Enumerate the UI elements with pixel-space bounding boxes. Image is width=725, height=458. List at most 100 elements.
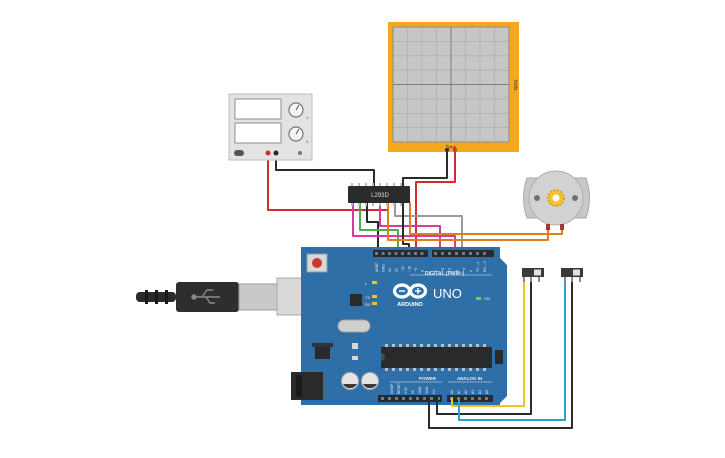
usb-symbol-icon bbox=[191, 289, 220, 304]
pin-label: AREF bbox=[375, 262, 379, 272]
dc-motor-terminal-right[interactable] bbox=[560, 224, 564, 230]
psu-terminal-red[interactable] bbox=[265, 150, 271, 156]
pin-label: Vin bbox=[432, 389, 436, 394]
oscilloscope[interactable]: Time Volts bbox=[388, 22, 519, 152]
pin-label: ~3 bbox=[462, 268, 466, 272]
pin-label: GND bbox=[382, 264, 386, 272]
usb-cable[interactable] bbox=[136, 277, 318, 316]
arduino-uno[interactable]: AREF GND 13 12 ~11 ~10 ~9 8 7 ~6 ~5 4 ~3… bbox=[291, 247, 507, 405]
l-led bbox=[372, 281, 377, 284]
slide-switch-1[interactable] bbox=[522, 268, 544, 282]
slide-switch-2-pin bbox=[564, 277, 566, 282]
wire-psu-black[interactable] bbox=[275, 151, 375, 187]
dc-motor-mount-right bbox=[572, 195, 578, 201]
dc-power-jack-inner bbox=[296, 375, 302, 397]
slide-switch-2-body bbox=[561, 268, 583, 277]
digital-header-left bbox=[373, 250, 428, 257]
pin-label: RESET bbox=[397, 383, 401, 394]
dc-power-jack[interactable] bbox=[291, 372, 323, 400]
pin-label: A1 bbox=[457, 390, 461, 394]
voltage-display bbox=[234, 98, 282, 120]
pin-label: 4 bbox=[455, 270, 459, 272]
slide-switch-1-knob[interactable] bbox=[534, 269, 541, 276]
dc-motor[interactable] bbox=[523, 170, 590, 230]
pin-label: 3.3V bbox=[404, 386, 408, 394]
pin-label: TX→1 bbox=[476, 262, 480, 272]
arduino-logo-symbols bbox=[399, 288, 421, 294]
on-led bbox=[476, 297, 481, 300]
analog-header bbox=[447, 395, 493, 402]
slide-switch-1-pin bbox=[523, 277, 525, 282]
dc-motor-mount-left bbox=[534, 195, 540, 201]
pin-label: ~9 bbox=[414, 268, 418, 272]
icsp-header bbox=[495, 350, 503, 364]
arduino-logo-icon bbox=[392, 283, 428, 299]
pin-label: A5 bbox=[485, 390, 489, 394]
oscilloscope-x-label: Time bbox=[446, 145, 457, 151]
pin-label: GND bbox=[418, 386, 422, 394]
pin-label: A4 bbox=[478, 390, 482, 394]
capacitor-band bbox=[363, 384, 377, 389]
usb-chip bbox=[350, 294, 362, 306]
tx-led bbox=[372, 295, 377, 298]
atmega-notch bbox=[381, 353, 385, 361]
rx-led bbox=[372, 302, 377, 305]
slide-switch-2-knob[interactable] bbox=[573, 269, 580, 276]
analog-header-label: ANALOG IN bbox=[457, 376, 482, 381]
pin-label: ~11 bbox=[401, 266, 405, 272]
crystal bbox=[337, 319, 371, 333]
current-knob-label: A bbox=[306, 139, 309, 144]
slide-switch-1-body bbox=[522, 268, 544, 277]
dc-motor-terminal-left[interactable] bbox=[546, 224, 550, 230]
capacitor-band bbox=[343, 384, 357, 389]
top-pin-labels: AREF GND 13 12 ~11 ~10 ~9 8 7 ~6 ~5 4 ~3… bbox=[375, 261, 487, 272]
pin-label: A2 bbox=[464, 390, 468, 394]
pin-label: 7 bbox=[434, 270, 438, 272]
pin-label: GND bbox=[425, 386, 429, 394]
analog-pin-labels: A0 A1 A2 A3 A4 A5 bbox=[450, 390, 489, 394]
small-component bbox=[352, 343, 358, 349]
wire-motor-orange-2[interactable] bbox=[409, 202, 563, 235]
driver-chip[interactable]: L293D bbox=[348, 183, 410, 206]
psu-terminal-black[interactable] bbox=[273, 150, 279, 156]
oscilloscope-probe-black[interactable] bbox=[445, 148, 449, 152]
pin-label: 12 bbox=[395, 268, 399, 272]
power-header-label: POWER bbox=[419, 376, 437, 381]
slide-switch-2[interactable] bbox=[561, 268, 583, 282]
current-knob-indicator bbox=[295, 128, 300, 135]
pin-label: 8 bbox=[421, 270, 425, 272]
digital-header-holes bbox=[375, 252, 486, 255]
power-pin-labels: IOREF RESET 3.3V 5V GND GND Vin bbox=[390, 383, 436, 394]
driver-chip-body bbox=[348, 186, 410, 203]
oscilloscope-probe-red[interactable] bbox=[453, 148, 457, 152]
usb-cable-ridge bbox=[145, 290, 148, 304]
psu-terminal-gnd[interactable] bbox=[298, 151, 302, 155]
driver-chip-label: L293D bbox=[371, 193, 389, 199]
power-supply[interactable]: V A bbox=[228, 93, 313, 161]
wire-scope-black[interactable] bbox=[402, 149, 448, 187]
arduino-model: UNO bbox=[433, 286, 462, 301]
slide-switch-1-pin bbox=[538, 277, 540, 282]
tx-led-label: TX bbox=[365, 295, 370, 300]
atmega-pins bbox=[385, 344, 486, 371]
pin-label: ~10 bbox=[408, 266, 412, 272]
slide-switch-2-pin bbox=[571, 277, 573, 282]
pin-label: ~6 bbox=[441, 268, 445, 272]
reset-button[interactable] bbox=[312, 258, 322, 268]
atmega-chip bbox=[381, 347, 492, 368]
pin-label: 13 bbox=[388, 268, 392, 272]
power-switch[interactable] bbox=[234, 150, 244, 156]
slide-switch-2-pin bbox=[579, 277, 581, 282]
slide-switch-1-pin bbox=[530, 277, 532, 282]
dc-motor-shaft bbox=[552, 194, 560, 202]
pin-label: RX←0 bbox=[483, 261, 487, 272]
l-led-label: L bbox=[365, 281, 368, 286]
usb-cable-ridge bbox=[165, 290, 168, 304]
voltage-knob-label: V bbox=[306, 115, 309, 120]
pin-label: A0 bbox=[450, 390, 454, 394]
usb-connector-metal bbox=[238, 283, 278, 311]
usb-cable-ridge bbox=[155, 290, 158, 304]
pin-label: 5V bbox=[411, 389, 415, 394]
current-display bbox=[234, 122, 282, 144]
